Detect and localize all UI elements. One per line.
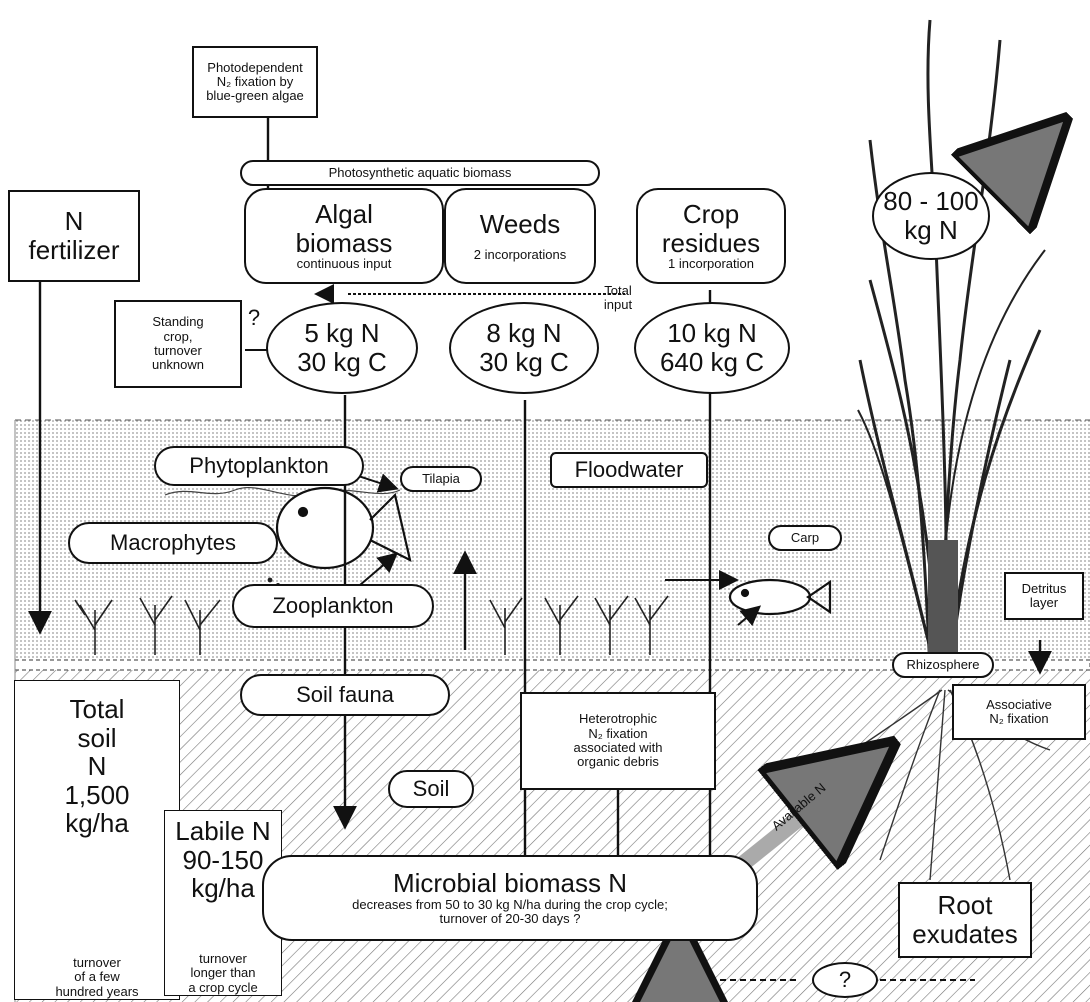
plant-stem-base <box>928 540 958 670</box>
text-line: kg/ha <box>65 808 129 839</box>
rhizosphere-label: Rhizosphere <box>892 652 994 678</box>
text-line: 1 incorporation <box>668 256 754 272</box>
text-line: 8 kg N <box>486 318 562 349</box>
text-line: N₂ fixation <box>588 725 648 741</box>
bottom-question-ellipse: ? <box>812 962 878 998</box>
text-line: Photodependent <box>207 59 303 75</box>
text-line: turnover <box>73 955 121 971</box>
text-line: 640 kg C <box>659 347 765 377</box>
text-line: 5 kg N <box>304 318 380 349</box>
floodwater-label: Floodwater <box>550 452 708 488</box>
text-line: Floodwater <box>574 456 684 482</box>
text-line: of a few <box>74 969 120 985</box>
text-line: Total <box>69 694 125 724</box>
text-line: kg N <box>904 215 958 245</box>
text-line: N <box>87 751 107 782</box>
text-line: 30 kg C <box>479 347 569 377</box>
heterotrophic-fixation-box: Heterotrophic N₂ fixation associated wit… <box>520 692 716 790</box>
text-line: a crop cycle <box>188 979 258 995</box>
phytoplankton-texture <box>164 487 401 497</box>
text-line: ? <box>838 966 852 992</box>
root-exudates-box: Root exudates <box>898 882 1032 958</box>
text-line: Crop <box>682 199 740 230</box>
text-line: fertilizer <box>28 235 120 265</box>
text-line: Zooplankton <box>272 592 394 618</box>
text-line: 80 - 100 <box>883 186 979 217</box>
text-line: turnover <box>199 951 247 967</box>
text-line: N₂ fixation <box>989 711 1049 726</box>
phytoplankton-label: Phytoplankton <box>154 446 364 486</box>
text-line: associated with <box>573 740 663 755</box>
text-line: Microbial biomass N <box>392 868 628 899</box>
text-line: Algal <box>315 199 373 230</box>
carp-label: Carp <box>768 525 842 551</box>
macrophytes-label: Macrophytes <box>68 522 278 564</box>
soil-fauna-label: Soil fauna <box>240 674 450 716</box>
text-line: crop, <box>163 328 193 344</box>
text-line: Standing <box>152 314 204 330</box>
soil-label: Soil <box>388 770 474 808</box>
text-line: exudates <box>912 919 1018 949</box>
text-line: Heterotrophic <box>578 711 658 727</box>
text-line: Detritus <box>1021 580 1067 596</box>
weeds-input-ellipse: 8 kg N 30 kg C <box>449 302 599 394</box>
text-line: Rhizosphere <box>906 656 980 672</box>
text-line: 90-150 <box>182 844 264 875</box>
text-line: blue-green algae <box>206 88 304 104</box>
text-line: unknown <box>151 357 205 373</box>
algae-input-ellipse: 5 kg N 30 kg C <box>266 302 418 394</box>
algal-biomass-box: Algal biomass continuous input <box>244 188 444 284</box>
text-line: Root <box>937 890 993 921</box>
text-line: 2 incorporations <box>473 247 567 263</box>
text-line: Macrophytes <box>110 529 236 555</box>
text-line: turnover of 20-30 days ? <box>439 911 581 927</box>
text-line: N <box>64 206 84 237</box>
text-line: Soil fauna <box>296 681 394 707</box>
zooplankton-label: Zooplankton <box>232 584 434 628</box>
text-line: organic debris <box>577 754 659 770</box>
text-line: Carp <box>790 529 820 545</box>
text-line: 10 kg N <box>667 318 757 349</box>
associative-fixation-box: Associative N₂ fixation <box>952 684 1086 740</box>
photodependent-fixation-box: Photodependent N₂ fixation by blue-green… <box>192 46 318 118</box>
text-line: 30 kg C <box>297 347 387 377</box>
text-line: layer <box>1029 595 1059 610</box>
text-line: Photosynthetic aquatic biomass <box>328 164 512 180</box>
total-soil-n-box: Total soil N 1,500 kg/ha turnover of a f… <box>14 680 180 1000</box>
standing-crop-box: Standing crop, turnover unknown <box>114 300 242 388</box>
standing-crop-question: ? <box>247 305 261 330</box>
text-line: decreases from 50 to 30 kg N/ha during t… <box>352 897 668 912</box>
tilapia-fish <box>275 486 412 570</box>
text-line: Associative <box>986 696 1052 712</box>
text-line: Weeds <box>479 208 561 239</box>
text-line: Tilapia <box>422 470 460 486</box>
plant-uptake-ellipse: 80 - 100 kg N <box>872 172 990 260</box>
available-n-arrow <box>730 770 860 877</box>
microbial-biomass-box: Microbial biomass N decreases from 50 to… <box>262 855 758 941</box>
text-line: N₂ fixation by <box>216 73 294 89</box>
text-line: soil <box>77 722 117 753</box>
text-line: residues <box>661 227 761 258</box>
text-line: Labile N <box>175 816 271 846</box>
text-line: continuous input <box>296 256 392 272</box>
text-line: turnover <box>154 343 202 358</box>
detritus-layer-label: Detritus layer <box>1004 572 1084 620</box>
text-line: biomass <box>295 227 393 258</box>
residues-input-ellipse: 10 kg N 640 kg C <box>634 302 790 394</box>
text-line: Total <box>604 283 632 298</box>
text-line: 1,500 <box>64 779 130 810</box>
tilapia-label: Tilapia <box>400 466 482 492</box>
n-fertilizer-box: N fertilizer <box>8 190 140 282</box>
text-line: hundred years <box>55 983 139 999</box>
text-line: kg/ha <box>191 873 255 904</box>
text-line: Phytoplankton <box>189 452 329 478</box>
total-input-label: Total input <box>588 283 648 313</box>
crop-residues-box: Crop residues 1 incorporation <box>636 188 786 284</box>
text-line: input <box>603 297 633 313</box>
macrophyte-plants <box>74 595 669 655</box>
weeds-box: Weeds 2 incorporations <box>444 188 596 284</box>
text-line: longer than <box>190 965 256 981</box>
photosynthetic-biomass-box: Photosynthetic aquatic biomass <box>240 160 600 186</box>
text-line: Soil <box>412 775 450 801</box>
